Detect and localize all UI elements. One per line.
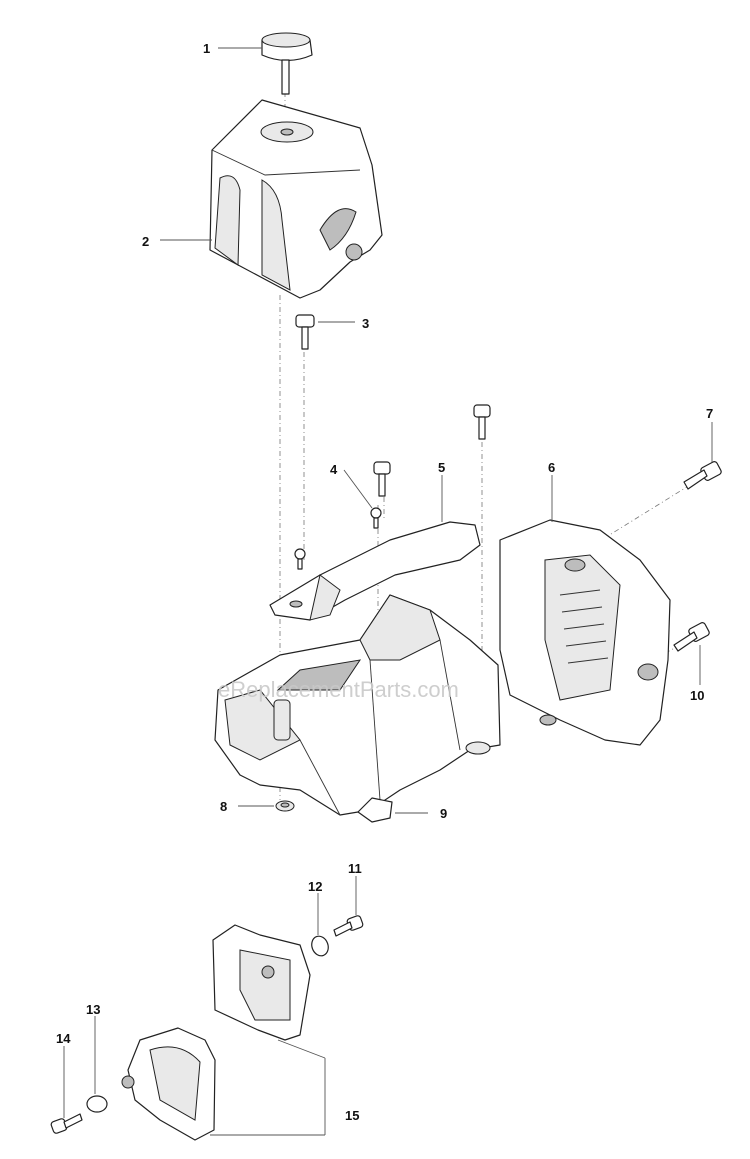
callout-2: 2: [142, 234, 149, 249]
leader-lines: [63, 47, 713, 1136]
part-15-housing-rear: [212, 924, 311, 1041]
part-2-top-cover: [209, 99, 383, 299]
callout-8: 8: [220, 799, 227, 814]
part-5-handle-bracket: [269, 521, 481, 621]
callout-1: 1: [203, 41, 210, 56]
part-4-small-screws: [294, 507, 382, 570]
callout-5: 5: [438, 460, 445, 475]
callout-7: 7: [706, 406, 713, 421]
part-1-knob: [261, 32, 313, 95]
callout-9: 9: [440, 806, 447, 821]
callout-6: 6: [548, 460, 555, 475]
part-15-housing-front: [121, 1027, 216, 1141]
part-8-washer: [275, 800, 295, 812]
callout-14: 14: [56, 1031, 71, 1046]
callout-3: 3: [362, 316, 369, 331]
part-11-screw: [333, 915, 364, 937]
part-6-side-cover: [499, 519, 671, 746]
part-13-o-ring: [86, 1095, 108, 1113]
part-7-bolt: [683, 461, 722, 490]
part-14-screw: [50, 1113, 83, 1134]
housing-screws: [373, 404, 491, 497]
main-housing: [214, 594, 501, 816]
part-9-nut: [357, 797, 393, 823]
callout-15: 15: [345, 1108, 359, 1123]
part-12-o-ring: [311, 935, 329, 957]
watermark: eReplacementParts.com: [218, 677, 459, 702]
part-3-screw: [295, 314, 315, 350]
callout-4: 4: [330, 462, 338, 477]
callout-12: 12: [308, 879, 322, 894]
callout-10: 10: [690, 688, 704, 703]
part-10-bolt: [673, 622, 710, 652]
callout-13: 13: [86, 1002, 100, 1017]
callout-11: 11: [348, 861, 362, 876]
